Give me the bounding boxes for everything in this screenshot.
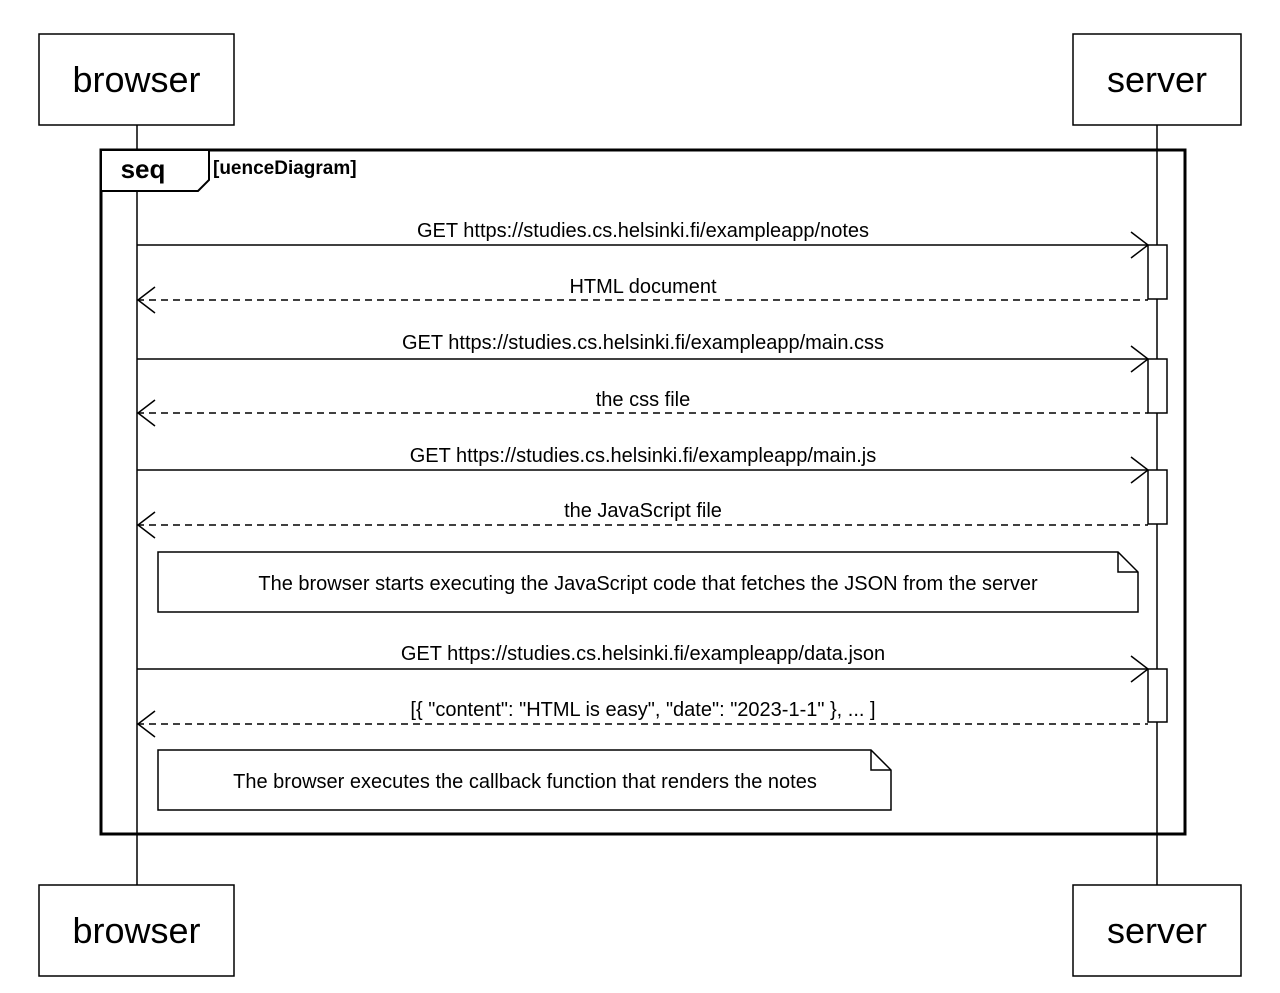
activation-bar — [1147, 244, 1168, 300]
message-label: GET https://studies.cs.helsinki.fi/examp… — [410, 445, 877, 467]
message-get-notes: GET https://studies.cs.helsinki.fi/examp… — [137, 220, 1150, 259]
message-label: GET https://studies.cs.helsinki.fi/examp… — [401, 643, 885, 665]
message-javascript-file: the JavaScript file — [136, 500, 1148, 539]
message-label: GET https://studies.cs.helsinki.fi/examp… — [417, 220, 869, 242]
note-callback-renders: The browser executes the callback functi… — [157, 749, 892, 811]
participant-server-top: server — [1072, 33, 1242, 126]
message-html-document: HTML document — [136, 276, 1148, 314]
message-label: HTML document — [569, 276, 717, 298]
note-text: The browser executes the callback functi… — [233, 771, 817, 793]
participant-server-label: server — [1107, 59, 1207, 100]
participant-server-bottom: server — [1072, 884, 1242, 977]
participant-browser-label: browser — [72, 59, 200, 100]
message-label: [{ "content": "HTML is easy", "date": "2… — [410, 699, 875, 721]
activation-bar — [1147, 469, 1168, 525]
activation-bar — [1147, 668, 1168, 723]
message-label: GET https://studies.cs.helsinki.fi/examp… — [402, 332, 884, 354]
message-get-main-js: GET https://studies.cs.helsinki.fi/examp… — [137, 445, 1150, 484]
participant-browser-label: browser — [72, 910, 200, 951]
seq-frame: seq [uenceDiagram] — [99, 148, 1187, 836]
message-label: the css file — [596, 389, 690, 411]
message-label: the JavaScript file — [564, 500, 722, 522]
participant-browser-top: browser — [38, 33, 235, 126]
note-text: The browser starts executing the JavaScr… — [258, 573, 1038, 595]
note-executing-javascript: The browser starts executing the JavaScr… — [157, 551, 1139, 613]
message-json-response: [{ "content": "HTML is easy", "date": "2… — [136, 699, 1148, 738]
message-get-data-json: GET https://studies.cs.helsinki.fi/examp… — [137, 643, 1150, 683]
participant-browser-bottom: browser — [38, 884, 235, 977]
participant-server-label: server — [1107, 910, 1207, 951]
frame-condition: [uenceDiagram] — [213, 158, 357, 179]
message-get-main-css: GET https://studies.cs.helsinki.fi/examp… — [137, 332, 1150, 373]
activation-bar — [1147, 358, 1168, 414]
message-css-file: the css file — [136, 389, 1148, 427]
frame-keyword: seq — [121, 154, 166, 184]
